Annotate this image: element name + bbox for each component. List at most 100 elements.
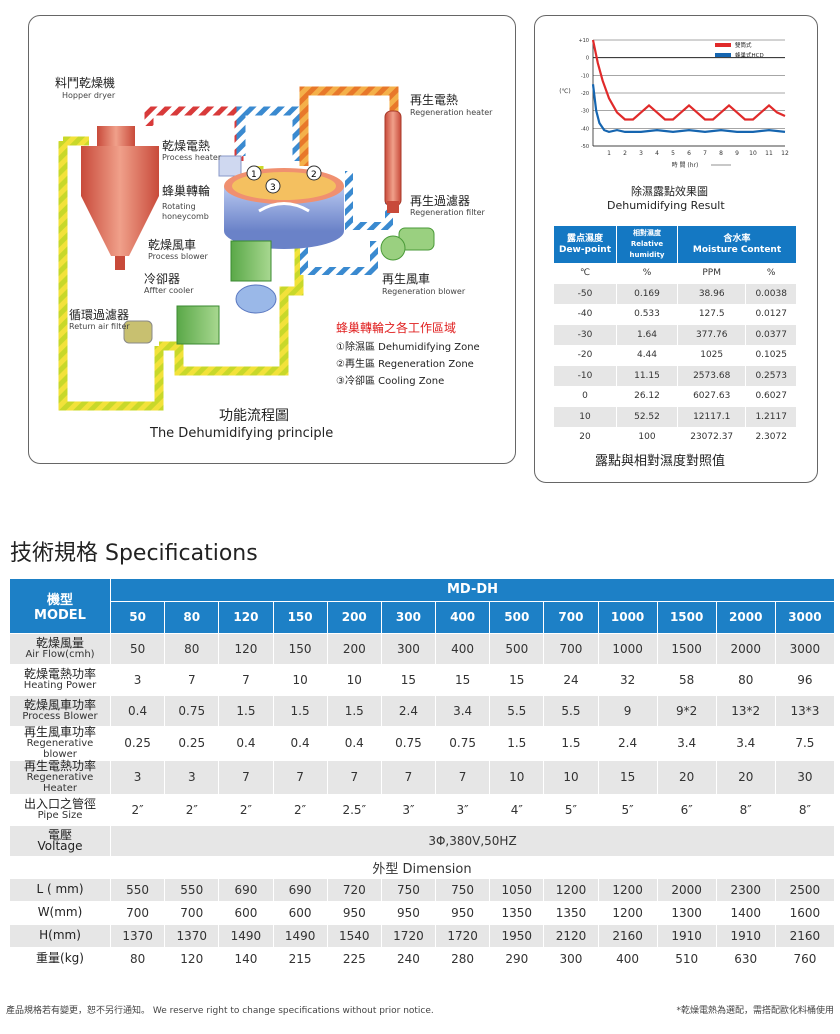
chart-x-label: 時 間 (hr) [672, 161, 699, 169]
spec-dim-cell: 690 [273, 878, 328, 902]
spec-cell: 3.4 [716, 726, 776, 761]
dew-table-cell: 1.64 [616, 324, 678, 345]
dew-unit-cell: % [745, 263, 797, 284]
spec-row-label-en: Pipe Size [37, 809, 83, 821]
zones-title: 蜂巢轉輪之各工作區域 [336, 321, 457, 335]
spec-dim-cell: 550 [164, 878, 220, 902]
spec-voltage-label-zh: 電壓 [47, 827, 72, 842]
spec-cell: 400 [435, 633, 491, 665]
return-filter-label-en: Return air filter [69, 322, 130, 331]
spec-cell: 5.5 [543, 695, 599, 727]
spec-dim-cell: 2120 [543, 924, 599, 948]
dew-table-cell: 52.52 [616, 406, 678, 427]
chart-y-tick: 0 [586, 56, 589, 62]
dew-unit-cell: PPM [677, 263, 747, 284]
after-cooler-label-zh: 冷卻器 [144, 272, 181, 286]
after-cooler-label-en: Affter cooler [144, 286, 194, 295]
spec-dim-cell: 240 [381, 947, 437, 971]
spec-cell: 0.75 [381, 726, 437, 761]
spec-cell: 8″ [716, 794, 776, 826]
rotating-honeycomb-label-en1: Rotating [162, 202, 196, 211]
chart-y-tick: -50 [581, 144, 589, 150]
dew-unit-cell: ℃ [554, 263, 617, 284]
spec-dim-cell: 760 [775, 947, 836, 971]
chart-y-tick: +10 [578, 38, 589, 44]
spec-cell: 150 [273, 633, 328, 665]
spec-dim-cell: 700 [164, 901, 220, 925]
regen-blower-label-zh: 再生風車 [382, 272, 431, 286]
spec-cell: 7 [435, 760, 491, 795]
spec-dim-label: 重量(kg) [10, 947, 111, 971]
spec-dim-cell: 600 [218, 901, 274, 925]
regen-filter-label-zh: 再生過濾器 [410, 194, 471, 208]
spec-cell: 10 [327, 664, 382, 696]
chart-x-tick: 9 [735, 150, 739, 157]
hopper-dryer-label-en: Hopper dryer [62, 91, 116, 100]
spec-model-column: 50 [110, 601, 166, 634]
dew-table-cell: 0 [554, 386, 617, 407]
diagram-caption-en: The Dehumidifying principle [150, 426, 334, 441]
dew-table-cell: 2.3072 [745, 427, 797, 448]
spec-dim-cell: 1200 [598, 901, 658, 925]
spec-model-column: 700 [543, 601, 599, 634]
chart-y-tick: -20 [581, 91, 589, 97]
spec-dim-cell: 950 [381, 901, 437, 925]
spec-row-label-en: Regenerative blower [26, 737, 94, 760]
dew-table-cell: 6027.63 [677, 386, 747, 407]
dew-table-cell: -30 [554, 324, 617, 345]
spec-dim-cell: 225 [327, 947, 382, 971]
spec-cell: 7 [273, 760, 328, 795]
chart-y-tick: -30 [581, 109, 589, 115]
spec-cell: 2″ [218, 794, 274, 826]
spec-dim-cell: 1400 [716, 901, 776, 925]
spec-cell: 0.75 [435, 726, 491, 761]
spec-cell: 200 [327, 633, 382, 665]
spec-cell: 3″ [381, 794, 437, 826]
spec-row-label-en: Heating Power [23, 679, 97, 691]
spec-model-column: 150 [273, 601, 328, 634]
spec-dim-cell: 1370 [164, 924, 220, 948]
spec-cell: 1000 [598, 633, 658, 665]
spec-dim-cell: 2160 [775, 924, 836, 948]
spec-cell: 2.4 [598, 726, 658, 761]
spec-dim-label: L ( mm) [10, 878, 111, 902]
chart-legend-swatch [715, 43, 731, 47]
diagram-caption-zh: 功能流程圖 [219, 408, 289, 424]
chart-legend-label: 雙筒式 [735, 41, 752, 49]
spec-voltage-label-en: Voltage [37, 838, 83, 853]
dew-table-cell: 0.6027 [745, 386, 797, 407]
spec-cell: 7.5 [775, 726, 836, 761]
dew-header-moisture-en: Moisture Content [692, 244, 782, 255]
spec-dim-label: W(mm) [10, 901, 111, 925]
spec-cell: 7 [164, 664, 220, 696]
spec-cell: 80 [716, 664, 776, 696]
spec-dim-cell: 1050 [489, 878, 545, 902]
spec-cell: 2″ [273, 794, 328, 826]
dew-table-cell: 20 [554, 427, 617, 448]
spec-model-column: 80 [164, 601, 220, 634]
spec-cell: 3.4 [435, 695, 491, 727]
spec-cell: 24 [543, 664, 599, 696]
spec-cell: 3 [110, 664, 166, 696]
spec-cell: 10 [489, 760, 545, 795]
spec-cell: 0.25 [164, 726, 220, 761]
spec-cell: 1.5 [489, 726, 545, 761]
spec-dim-cell: 700 [110, 901, 166, 925]
dehumidifying-principle-panel: 1 2 3 料鬥乾燥機 Hopper dryer 乾燥電熱 Process he… [28, 15, 516, 464]
chart-series-line [591, 39, 786, 121]
spec-cell: 1.5 [327, 695, 382, 727]
chart-x-tick: 4 [655, 150, 659, 157]
spec-header-row-1: 機型 MODEL MD-DH [10, 579, 835, 634]
rotating-honeycomb-label-en2: honeycomb [162, 212, 209, 221]
spec-cell: 0.4 [218, 726, 274, 761]
dew-table-cell: 38.96 [677, 283, 747, 304]
spec-cell: 2.4 [381, 695, 437, 727]
